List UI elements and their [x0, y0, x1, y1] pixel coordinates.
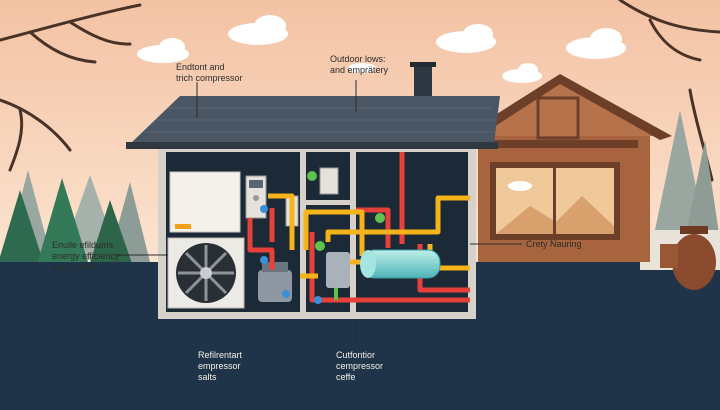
right-side-label: Crety Nauring [526, 239, 582, 249]
efficiency-left-label: Enulle efildums energy efficiency and co… [52, 240, 120, 272]
annex-gable [470, 80, 660, 136]
warm-pipes [268, 193, 470, 279]
tree-icon [655, 110, 720, 240]
cloud-icon [508, 181, 532, 191]
outdoor-top-label: Outdoor lows: and emprätery [330, 54, 389, 75]
leader-lines [116, 80, 522, 348]
compressor-top-label: Endtont and trich compressor [176, 62, 243, 83]
cloud-icon [137, 15, 626, 83]
tree-icon [0, 170, 150, 275]
valve-icon [260, 171, 385, 304]
bottom-right-label: Cutfontior cempressor ceffe [336, 350, 384, 382]
pot-decoration [672, 234, 716, 290]
hot-pipes [247, 152, 470, 303]
branch-decoration [0, 0, 720, 182]
bottom-left-label: Refilrentart empressor salts [198, 350, 243, 382]
outdoor-unit-icon [169, 171, 241, 233]
valve-icon [326, 252, 350, 288]
chimney-icon [414, 64, 432, 100]
